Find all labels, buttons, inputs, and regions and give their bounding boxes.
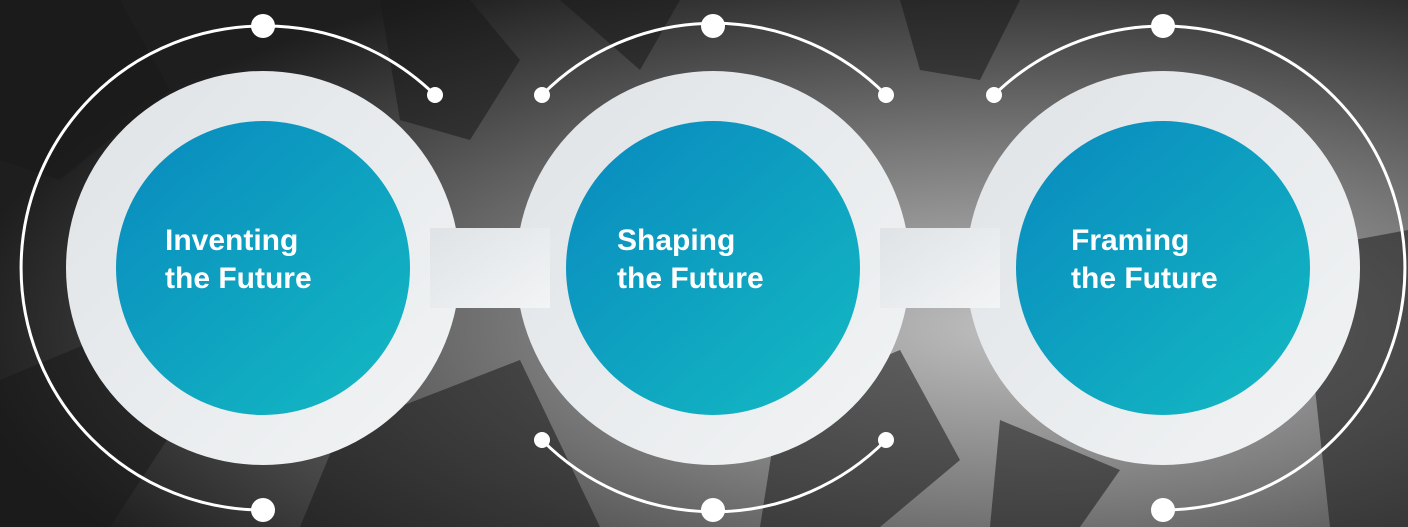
dot-right-arc-end bbox=[986, 87, 1002, 103]
arc-left-top bbox=[262, 24, 437, 97]
arc-right-top bbox=[992, 24, 1164, 97]
dot-middle-bottom-right bbox=[878, 432, 894, 448]
dot-left-top bbox=[251, 14, 275, 38]
arc-left-outer bbox=[19, 24, 264, 512]
dot-middle-bottom bbox=[701, 498, 725, 522]
label-framing-line1: Framing bbox=[1071, 224, 1190, 257]
decorative-arcs bbox=[19, 21, 1407, 514]
label-inventing-line1: Inventing bbox=[165, 224, 299, 257]
dot-middle-top-left bbox=[534, 87, 550, 103]
dot-left-bottom bbox=[251, 498, 275, 522]
dot-right-top bbox=[1151, 14, 1175, 38]
dot-left-arc-end bbox=[427, 87, 443, 103]
circle-inventing bbox=[116, 121, 410, 415]
label-shaping-line1: Shaping bbox=[617, 224, 736, 257]
label-inventing-line2: the Future bbox=[165, 262, 312, 295]
label-framing-line2: the Future bbox=[1071, 262, 1218, 295]
arc-dots bbox=[251, 14, 1175, 522]
circle-framing bbox=[1016, 121, 1310, 415]
label-shaping-line2: the Future bbox=[617, 262, 764, 295]
label-framing: Framing the Future bbox=[1071, 222, 1218, 298]
dot-middle-bottom-left bbox=[534, 432, 550, 448]
dot-middle-top bbox=[701, 14, 725, 38]
dot-right-bottom bbox=[1151, 498, 1175, 522]
label-shaping: Shaping the Future bbox=[617, 222, 764, 298]
arc-right-outer bbox=[1162, 24, 1407, 512]
label-inventing: Inventing the Future bbox=[165, 222, 312, 298]
dot-middle-top-right bbox=[878, 87, 894, 103]
circle-shaping bbox=[566, 121, 860, 415]
